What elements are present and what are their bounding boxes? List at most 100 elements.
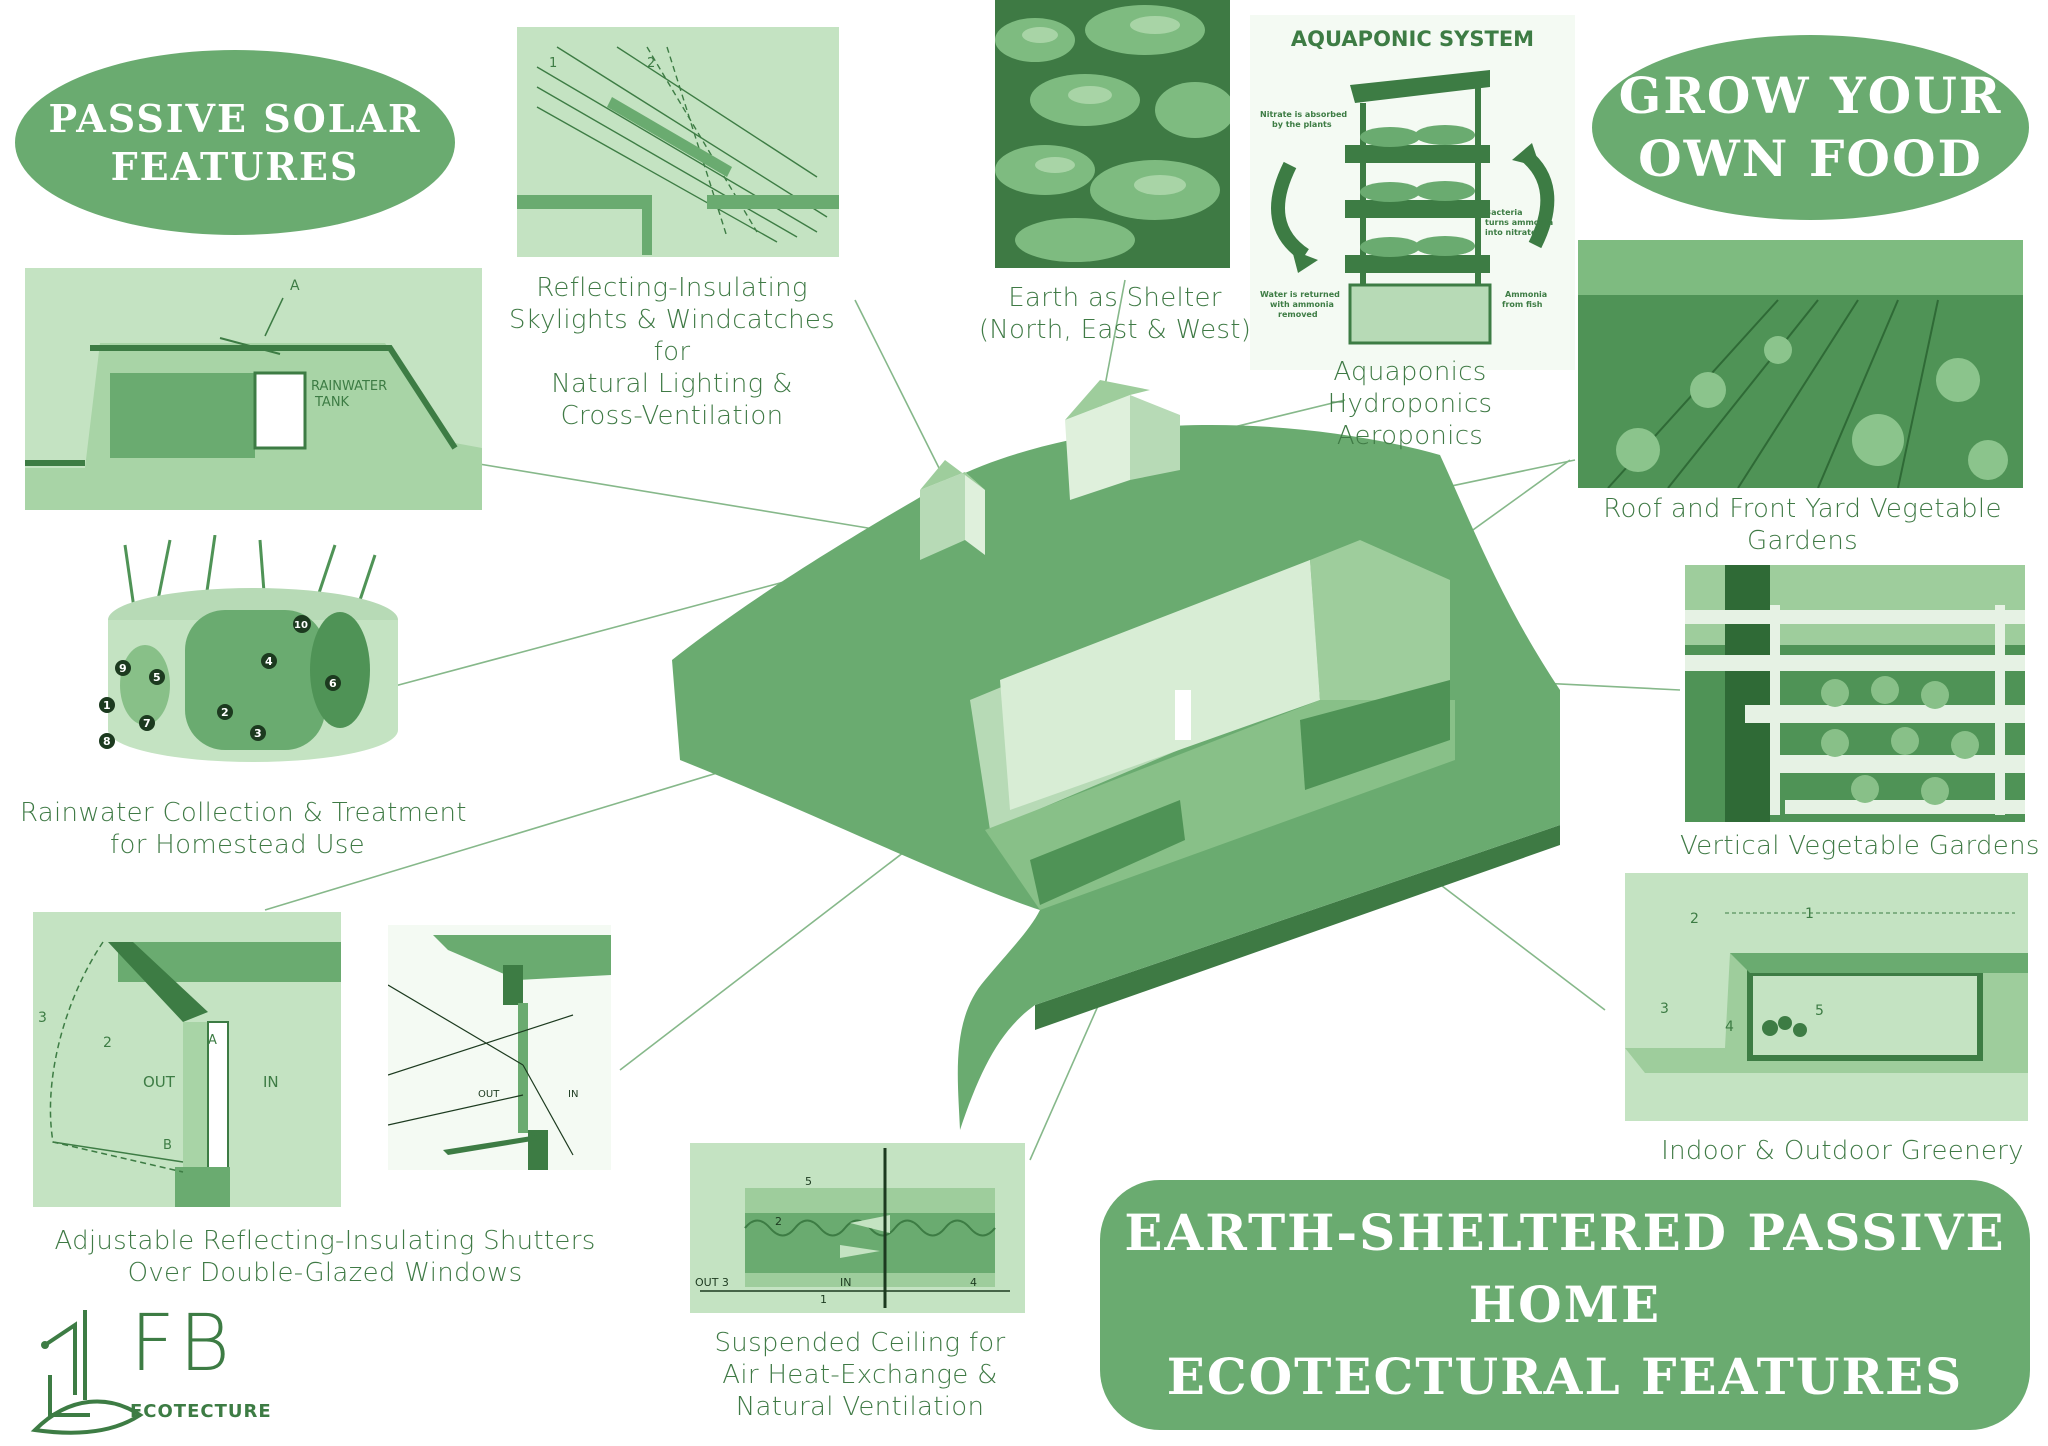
tank-number-3: 3: [254, 727, 262, 740]
main-title-line-1: EARTH-SHELTERED PASSIVE HOME: [1124, 1203, 2006, 1334]
fb-ecotecture-logo: FB ECOTECTURE: [30, 1299, 280, 1435]
window-in-label: IN: [568, 1089, 578, 1100]
rainwater-caption-line-1: Rainwater Collection & Treatment: [20, 798, 467, 828]
earth-shelter-photo: [995, 0, 1230, 268]
tank-number-7: 7: [143, 717, 151, 730]
rainwater-tank-diagram: A RAINWATER TANK: [25, 268, 482, 510]
tank-number-9: 9: [119, 662, 127, 675]
roof-gardens-caption-line-1: Roof and Front Yard Vegetable: [1603, 494, 2002, 524]
tank-point-label: A: [290, 278, 300, 294]
window-detail-diagram: OUT IN: [388, 925, 611, 1170]
ceiling-number-2: 2: [775, 1215, 782, 1228]
window-out-label: OUT: [478, 1089, 500, 1100]
note-nitrate-1: Nitrate is absorbed: [1260, 110, 1347, 119]
earth-mound: [672, 424, 1560, 1130]
shutter-in-label: IN: [263, 1073, 279, 1091]
greenery-number-5: 5: [1815, 1003, 1824, 1019]
note-bacteria-3: into nitrate: [1485, 228, 1537, 237]
skylights-caption: Reflecting-Insulating Skylights & Windca…: [497, 272, 847, 432]
rainwater-tank-label-2: TANK: [314, 395, 350, 410]
house-facade: [1000, 560, 1320, 810]
note-bacteria-1: Bacteria: [1485, 208, 1523, 217]
note-ammonia-2: from fish: [1502, 300, 1543, 309]
main-title-line-2: ECOTECTURAL FEATURES: [1166, 1347, 1964, 1406]
ceiling-caption-line-1: Suspended Ceiling for: [714, 1328, 1006, 1358]
tank-number-10: 10: [294, 620, 308, 631]
skylights-caption-line-5: Cross-Ventilation: [560, 401, 784, 431]
earth-shelter-caption: Earth as Shelter (North, East & West): [975, 282, 1255, 346]
garden-bed-right: [1300, 680, 1450, 790]
shutter-point-b: B: [163, 1138, 172, 1153]
aquaponics-caption: Aquaponics Hydroponics Aeroponics: [1290, 356, 1530, 452]
note-water-2: with ammonia: [1270, 300, 1334, 309]
note-water-1: Water is returned: [1260, 290, 1340, 299]
ceiling-number-1: 1: [820, 1293, 827, 1306]
ceiling-caption-line-2: Air Heat-Exchange &: [722, 1360, 998, 1390]
greenery-number-1: 1: [1805, 906, 1814, 922]
vertical-gardens-caption-line-1: Vertical Vegetable Gardens: [1680, 831, 2040, 861]
skylights-caption-line-4: Natural Lighting &: [551, 369, 793, 399]
greenery-number-4: 4: [1725, 1019, 1734, 1035]
aquaponic-title: AQUAPONIC SYSTEM: [1290, 27, 1535, 51]
aquaponics-caption-line-3: Aeroponics: [1336, 421, 1484, 451]
shutter-diagram: 3 2 A B OUT IN: [33, 912, 341, 1207]
aquaponic-rack: Nitrate is absorbed by the plants Bacter…: [1260, 70, 1555, 345]
note-water-3: removed: [1278, 310, 1318, 319]
ray-label-2: 2: [647, 56, 655, 71]
roof-gardens-caption: Roof and Front Yard Vegetable Gardens: [1580, 493, 2025, 557]
suspended-ceiling-diagram: 5 2 OUT 3 1 IN 4: [690, 1143, 1025, 1313]
earth-sheltered-house-illustration: [672, 380, 1560, 1130]
garden-bed-left: [1030, 800, 1185, 905]
shutters-caption: Adjustable Reflecting-Insulating Shutter…: [40, 1225, 610, 1289]
earth-shelter-caption-line-1: Earth as Shelter: [1008, 283, 1222, 313]
note-nitrate-2: by the plants: [1272, 120, 1332, 129]
rainwater-tank-label-1: RAINWATER: [311, 379, 387, 394]
tank-number-1: 1: [103, 699, 111, 712]
grow-food-heading: GROW YOUR OWN FOOD: [1592, 35, 2029, 220]
passive-solar-heading: PASSIVE SOLAR FEATURES: [15, 50, 455, 235]
logo-mark-icon: [30, 1310, 144, 1435]
skylight-ray-diagram: 1 2: [517, 27, 839, 257]
tank-number-4: 4: [265, 655, 273, 668]
shutters-caption-line-2: Over Double-Glazed Windows: [127, 1258, 523, 1288]
aquaponics-caption-line-1: Aquaponics: [1333, 357, 1487, 387]
rainwater-treatment-tank: 1 2 3 4 5 6 7 8 9 10: [95, 535, 400, 763]
ground-slab: [1035, 825, 1560, 1030]
ceiling-caption: Suspended Ceiling for Air Heat-Exchange …: [700, 1327, 1020, 1423]
shutter-number-3: 3: [38, 1010, 47, 1026]
shutter-number-2: 2: [103, 1035, 112, 1051]
tank-number-5: 5: [153, 671, 161, 684]
note-ammonia-1: Ammonia: [1505, 290, 1547, 299]
greenery-caption: Indoor & Outdoor Greenery: [1660, 1135, 2025, 1167]
passive-solar-line-2: FEATURES: [110, 143, 360, 189]
passive-solar-line-1: PASSIVE SOLAR: [48, 96, 422, 141]
greenery-caption-line-1: Indoor & Outdoor Greenery: [1661, 1136, 2024, 1166]
earth-shelter-caption-line-2: (North, East & West): [978, 315, 1252, 345]
vertical-garden-photo: [1685, 565, 2025, 822]
logo-name: ECOTECTURE: [130, 1401, 272, 1422]
tank-number-8: 8: [103, 735, 111, 748]
skylight-ray-lines: 1 2: [517, 46, 839, 255]
shutter-out-label: OUT: [143, 1073, 176, 1091]
grow-food-line-2: OWN FOOD: [1638, 128, 1983, 188]
ceiling-number-5: 5: [805, 1175, 812, 1188]
greenery-number-3: 3: [1660, 1001, 1669, 1017]
courtyard-wall-right: [1310, 540, 1450, 700]
skylight-box-left: [920, 460, 985, 560]
front-door: [1175, 690, 1191, 740]
shutter-point-a: A: [208, 1033, 217, 1048]
vegetable-garden-photo: [1578, 240, 2023, 488]
ray-label-1: 1: [549, 56, 557, 71]
ceiling-caption-line-3: Natural Ventilation: [735, 1392, 985, 1422]
ceiling-number-4: 4: [970, 1276, 977, 1289]
skylights-caption-line-2: Skylights & Windcatches: [508, 305, 836, 335]
skylights-caption-line-3: for: [653, 337, 691, 367]
main-title-box: EARTH-SHELTERED PASSIVE HOME ECOTECTURAL…: [1100, 1180, 2030, 1430]
grow-food-line-1: GROW YOUR: [1618, 66, 2003, 125]
ceiling-in-label: IN: [840, 1276, 851, 1289]
roof-gardens-caption-line-2: Gardens: [1747, 526, 1858, 556]
vertical-gardens-caption: Vertical Vegetable Gardens: [1680, 830, 2040, 862]
skylights-caption-line-1: Reflecting-Insulating: [536, 273, 808, 303]
shutters-caption-line-1: Adjustable Reflecting-Insulating Shutter…: [54, 1226, 596, 1256]
greenery-diagram: 2 1 3 4 5: [1625, 873, 2028, 1121]
